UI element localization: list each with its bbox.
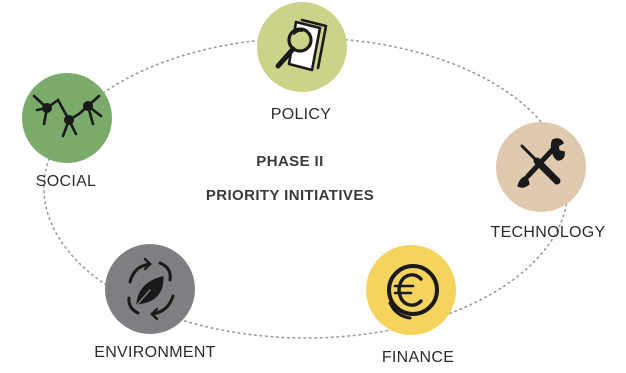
people-network-icon [32, 94, 103, 138]
phase-title: PHASE II [256, 153, 324, 170]
technology-label: TECHNOLOGY [490, 224, 606, 241]
social-label: SOCIAL [35, 173, 97, 190]
wrench-screwdriver-icon [517, 138, 565, 188]
policy-node [257, 2, 347, 92]
environment-label: ENVIRONMENT [94, 344, 216, 361]
phase-subtitle: PRIORITY INITIATIVES [205, 187, 375, 204]
policy-label: POLICY [270, 106, 332, 123]
social-node [22, 73, 112, 163]
technology-node [496, 122, 586, 212]
finance-circle [366, 245, 456, 335]
environment-node [105, 244, 195, 334]
magnifier-document-icon [275, 18, 328, 72]
finance-node [366, 245, 456, 335]
euro-coin-icon [387, 264, 439, 320]
finance-label: FINANCE [381, 349, 455, 366]
recycle-leaf-icon [127, 257, 175, 321]
